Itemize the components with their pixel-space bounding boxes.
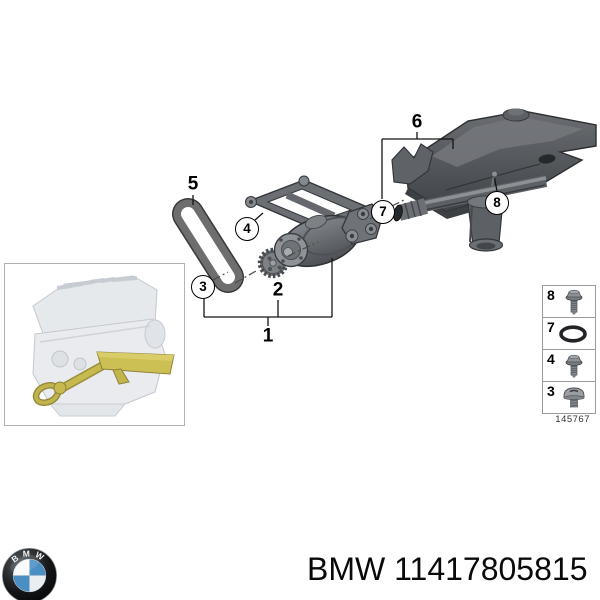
callout-3-circle: 3 — [191, 275, 215, 299]
leader-lines — [192, 132, 498, 326]
fastener-ref-8: 8 — [547, 287, 555, 303]
fastener-ref-3: 3 — [547, 383, 555, 399]
plate-mounting-arm — [391, 143, 434, 185]
oil-pump — [245, 175, 383, 268]
callout-5: 5 — [187, 173, 199, 195]
fastener-row-8: 8 — [543, 286, 595, 318]
fastener-row-4: 4 — [543, 350, 595, 382]
part-number-label: BMW 11417805815 — [307, 551, 588, 587]
fastener-ref-4: 4 — [547, 351, 555, 367]
oil-pump-chain — [172, 198, 244, 293]
bmw-roundel-logo: BMW — [2, 548, 57, 600]
plate-stud-bolt — [490, 170, 498, 187]
highlighted-oil-pump-assembly — [32, 351, 175, 406]
callout-8-circle: 8 — [485, 191, 509, 215]
callout-4-circle: 4 — [235, 217, 259, 241]
centerlines — [212, 199, 405, 284]
roundel-blue-quadrant — [29, 559, 46, 576]
fastener-ref-7: 7 — [547, 319, 555, 335]
pan-head-screw-icon — [563, 387, 585, 407]
callout-6: 6 — [411, 111, 423, 133]
flange-bolt-icon — [565, 354, 583, 378]
suction-tube — [393, 175, 548, 222]
o-ring-icon — [559, 324, 587, 343]
engine-thumbnail-drawing — [32, 275, 175, 417]
drawing-number: 145767 — [555, 414, 590, 425]
fastener-row-7: 7 — [543, 318, 595, 350]
engine-silhouette — [32, 275, 166, 417]
fasteners-panel: 8 7 4 — [542, 285, 596, 414]
callout-1: 1 — [262, 325, 274, 347]
flange-bolt-icon — [565, 289, 583, 315]
callout-2: 2 — [272, 279, 284, 301]
callout-7-circle: 7 — [371, 200, 395, 224]
oil-baffle-plate — [391, 108, 597, 252]
engine-location-thumbnail — [4, 263, 185, 426]
fastener-row-3: 3 — [543, 382, 595, 413]
roundel-blue-quadrant — [13, 575, 30, 592]
